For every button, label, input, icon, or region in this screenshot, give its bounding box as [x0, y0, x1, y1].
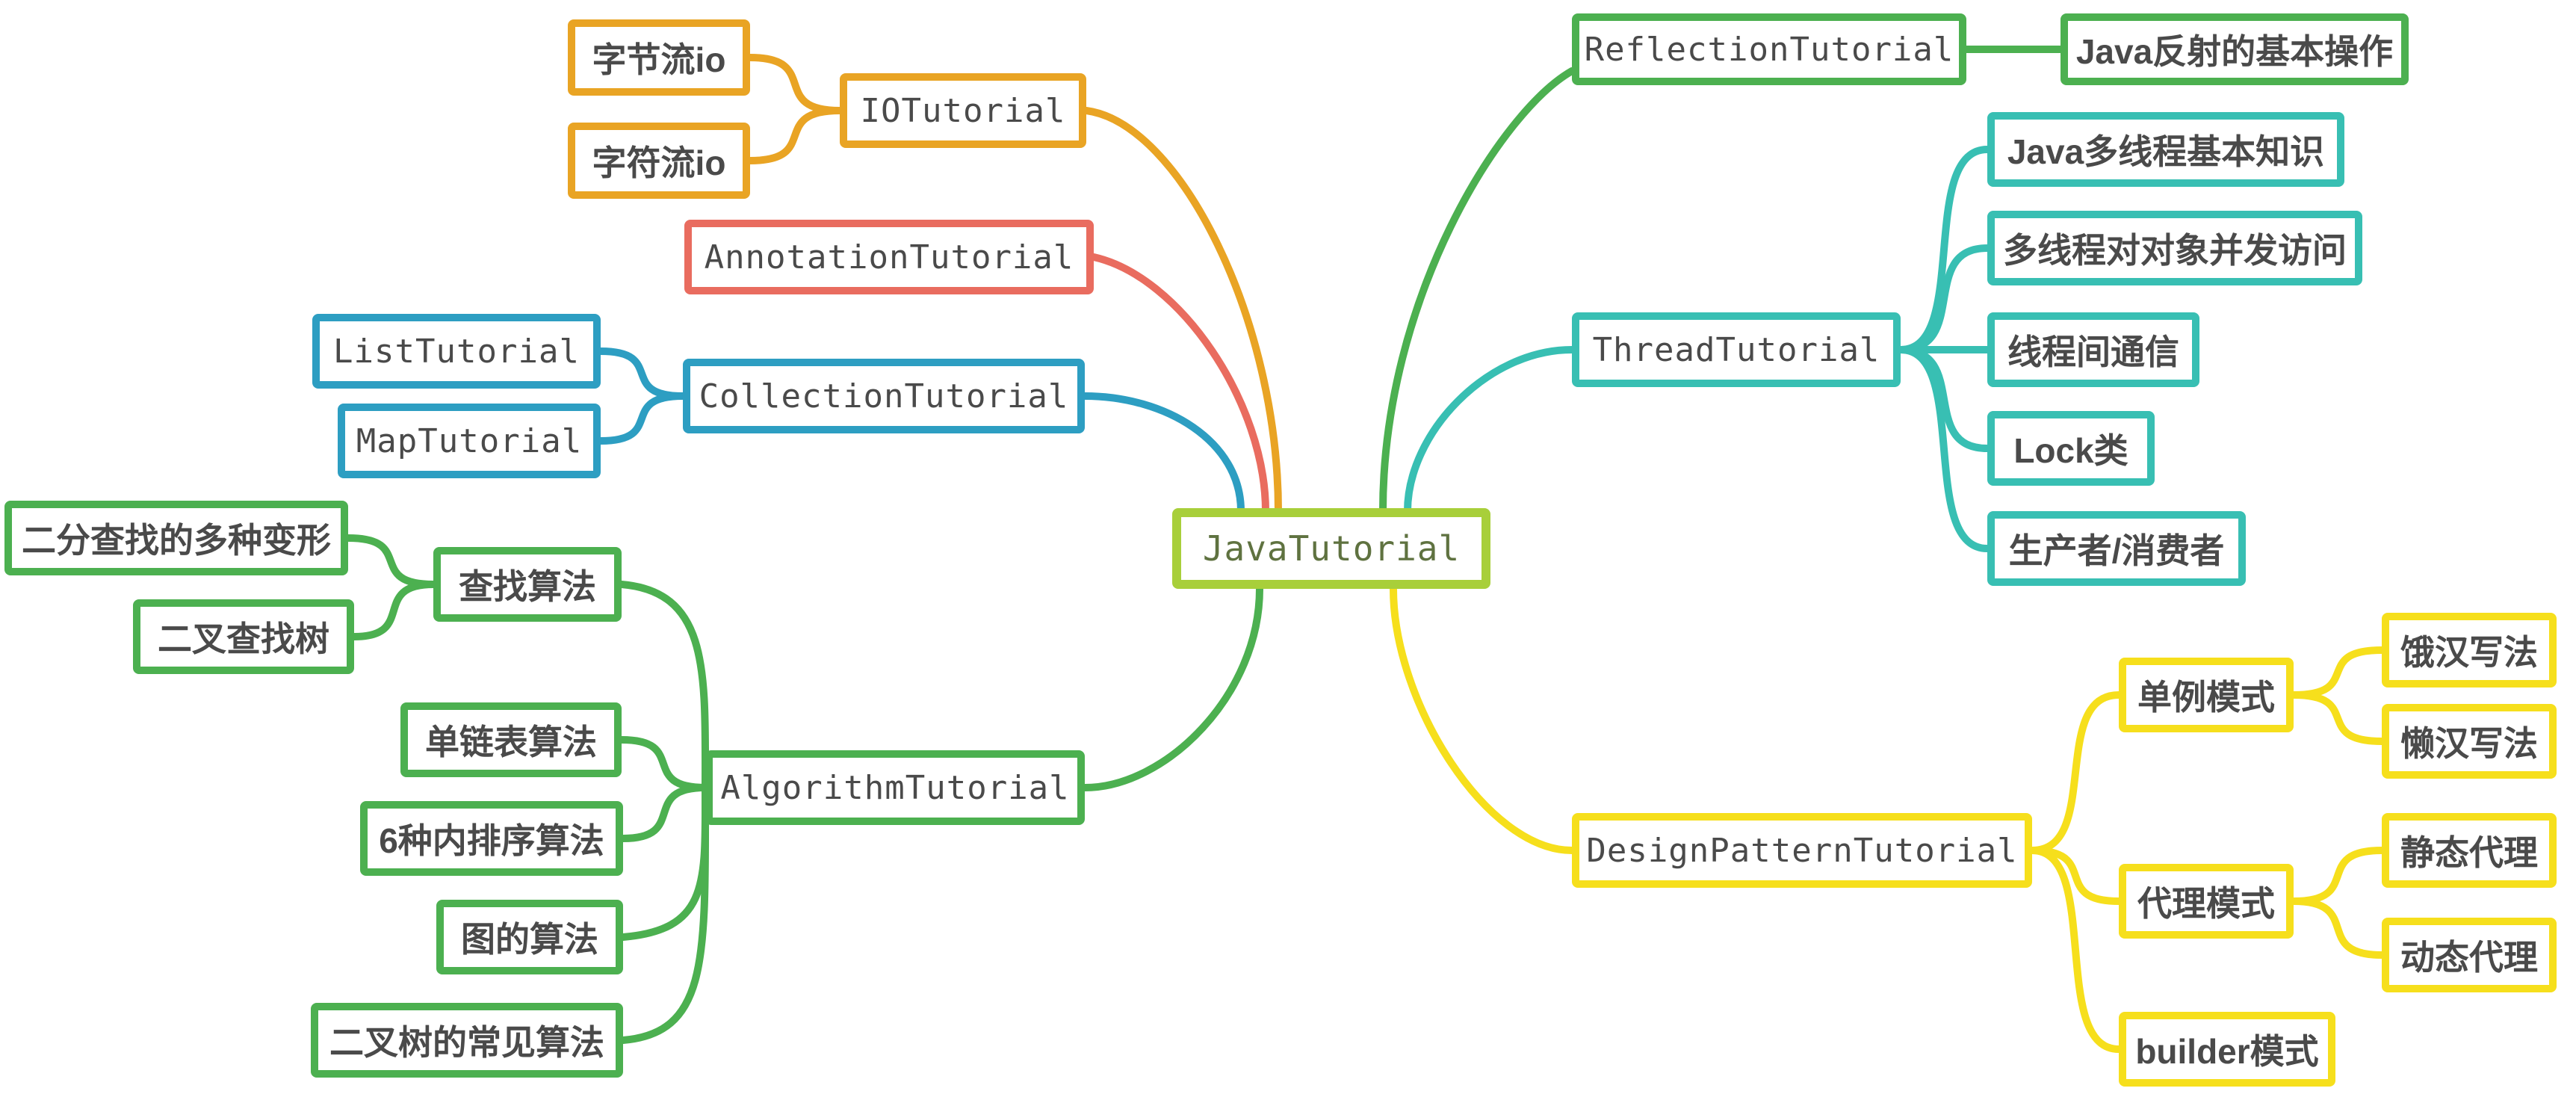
node-label-thread_basics: Java多线程基本知识	[2007, 132, 2325, 171]
edge-io-java	[1083, 107, 1282, 515]
node-label-java: JavaTutorial	[1202, 528, 1461, 569]
edge-collection-java	[1081, 392, 1245, 515]
edge-search-algorithm	[618, 581, 710, 791]
edge-algorithm-java	[1081, 585, 1263, 791]
node-label-linked_list: 单链表算法	[425, 723, 597, 761]
node-lazy[interactable]: 懒汉写法	[2382, 704, 2557, 779]
node-lock_class[interactable]: Lock类	[1987, 411, 2155, 486]
node-design_pattern[interactable]: DesignPatternTutorial	[1572, 813, 2032, 888]
node-label-thread: ThreadTutorial	[1592, 330, 1880, 369]
node-search[interactable]: 查找算法	[433, 547, 622, 622]
node-static_proxy[interactable]: 静态代理	[2382, 813, 2557, 888]
edge-chars_io-io	[746, 107, 843, 164]
edge-proxy-static_proxy	[2290, 847, 2385, 905]
node-bst[interactable]: 二叉查找树	[133, 599, 354, 674]
node-label-lock_class: Lock类	[2013, 431, 2128, 470]
edge-bst-search	[350, 581, 437, 640]
edge-bytes_io-io	[746, 54, 843, 114]
node-algorithm[interactable]: AlgorithmTutorial	[705, 750, 1085, 825]
node-label-thread_concurrent: 多线程对对象并发访问	[2003, 231, 2347, 270]
edge-java-design_pattern	[1390, 585, 1576, 854]
edge-map-collection	[597, 392, 687, 445]
node-label-list: ListTutorial	[333, 332, 580, 371]
node-label-binary_variants: 二分查找的多种变形	[22, 521, 331, 560]
node-label-design_pattern: DesignPatternTutorial	[1586, 831, 2018, 870]
node-list[interactable]: ListTutorial	[312, 314, 601, 389]
node-producer_consumer[interactable]: 生产者/消费者	[1987, 511, 2246, 586]
node-reflection[interactable]: ReflectionTutorial	[1572, 13, 1966, 85]
edge-singleton-lazy	[2290, 691, 2385, 745]
edge-sorting-algorithm	[619, 784, 709, 842]
node-label-btree_common: 二叉树的常见算法	[329, 1023, 604, 1062]
node-dynamic_proxy[interactable]: 动态代理	[2382, 918, 2557, 992]
node-thread_comm[interactable]: 线程间通信	[1987, 312, 2199, 387]
edge-design_pattern-proxy	[2028, 847, 2123, 905]
node-label-builder: builder模式	[2135, 1032, 2319, 1071]
node-annotation[interactable]: AnnotationTutorial	[684, 220, 1094, 294]
edge-java-thread	[1404, 346, 1576, 515]
node-label-lazy: 懒汉写法	[2400, 724, 2538, 763]
node-label-static_proxy: 静态代理	[2400, 833, 2538, 872]
edge-thread-producer_consumer	[1897, 346, 1991, 552]
node-label-reflection_basics: Java反射的基本操作	[2075, 32, 2394, 71]
node-thread[interactable]: ThreadTutorial	[1572, 312, 1901, 387]
node-label-map: MapTutorial	[356, 421, 583, 460]
edge-binary_variants-search	[344, 534, 437, 588]
node-builder[interactable]: builder模式	[2119, 1012, 2335, 1087]
node-sorting[interactable]: 6种内排序算法	[360, 801, 623, 876]
node-linked_list[interactable]: 单链表算法	[400, 702, 622, 777]
node-reflection_basics[interactable]: Java反射的基本操作	[2061, 13, 2409, 85]
edge-singleton-hungry	[2290, 646, 2385, 699]
node-label-singleton: 单例模式	[2137, 678, 2275, 717]
node-label-graph: 图的算法	[461, 920, 598, 959]
node-thread_basics[interactable]: Java多线程基本知识	[1987, 112, 2344, 187]
node-label-hungry: 饿汉写法	[2400, 633, 2538, 672]
edge-linked_list-algorithm	[618, 736, 709, 791]
edge-thread-thread_basics	[1897, 146, 1991, 353]
node-graph[interactable]: 图的算法	[436, 900, 623, 974]
node-label-dynamic_proxy: 动态代理	[2400, 938, 2538, 977]
node-thread_concurrent[interactable]: 多线程对对象并发访问	[1987, 211, 2362, 285]
node-bytes_io[interactable]: 字节流io	[568, 19, 750, 96]
node-label-search: 查找算法	[459, 567, 596, 606]
node-label-collection: CollectionTutorial	[699, 377, 1069, 415]
node-label-reflection: ReflectionTutorial	[1584, 30, 1954, 69]
edge-list-collection	[597, 347, 687, 400]
node-label-chars_io: 字符流io	[592, 143, 726, 182]
node-proxy[interactable]: 代理模式	[2119, 864, 2294, 939]
node-singleton[interactable]: 单例模式	[2119, 658, 2294, 732]
node-label-bst: 二叉查找树	[158, 619, 329, 658]
node-label-thread_comm: 线程间通信	[2007, 333, 2179, 371]
node-label-proxy: 代理模式	[2137, 884, 2275, 923]
root-node-java[interactable]: JavaTutorial	[1172, 508, 1490, 589]
node-label-annotation: AnnotationTutorial	[704, 238, 1074, 276]
node-label-bytes_io: 字节流io	[592, 40, 726, 79]
node-map[interactable]: MapTutorial	[338, 404, 601, 478]
node-label-io: IOTutorial	[860, 91, 1066, 130]
node-io[interactable]: IOTutorial	[840, 73, 1086, 148]
node-label-sorting: 6种内排序算法	[379, 821, 604, 860]
node-btree_common[interactable]: 二叉树的常见算法	[311, 1003, 623, 1078]
edge-btree_common-algorithm	[619, 784, 710, 1044]
edge-design_pattern-singleton	[2028, 691, 2123, 854]
node-label-algorithm: AlgorithmTutorial	[720, 768, 1070, 807]
node-chars_io[interactable]: 字符流io	[568, 123, 750, 199]
edge-design_pattern-builder	[2028, 847, 2123, 1053]
edge-java-reflection	[1379, 67, 1576, 515]
edge-annotation-java	[1090, 253, 1269, 515]
node-label-producer_consumer: 生产者/消费者	[2008, 531, 2225, 570]
node-hungry[interactable]: 饿汉写法	[2382, 613, 2557, 688]
node-collection[interactable]: CollectionTutorial	[683, 359, 1085, 433]
edge-proxy-dynamic_proxy	[2290, 897, 2385, 959]
node-binary_variants[interactable]: 二分查找的多种变形	[4, 501, 348, 575]
edge-thread-thread_concurrent	[1897, 244, 1991, 353]
